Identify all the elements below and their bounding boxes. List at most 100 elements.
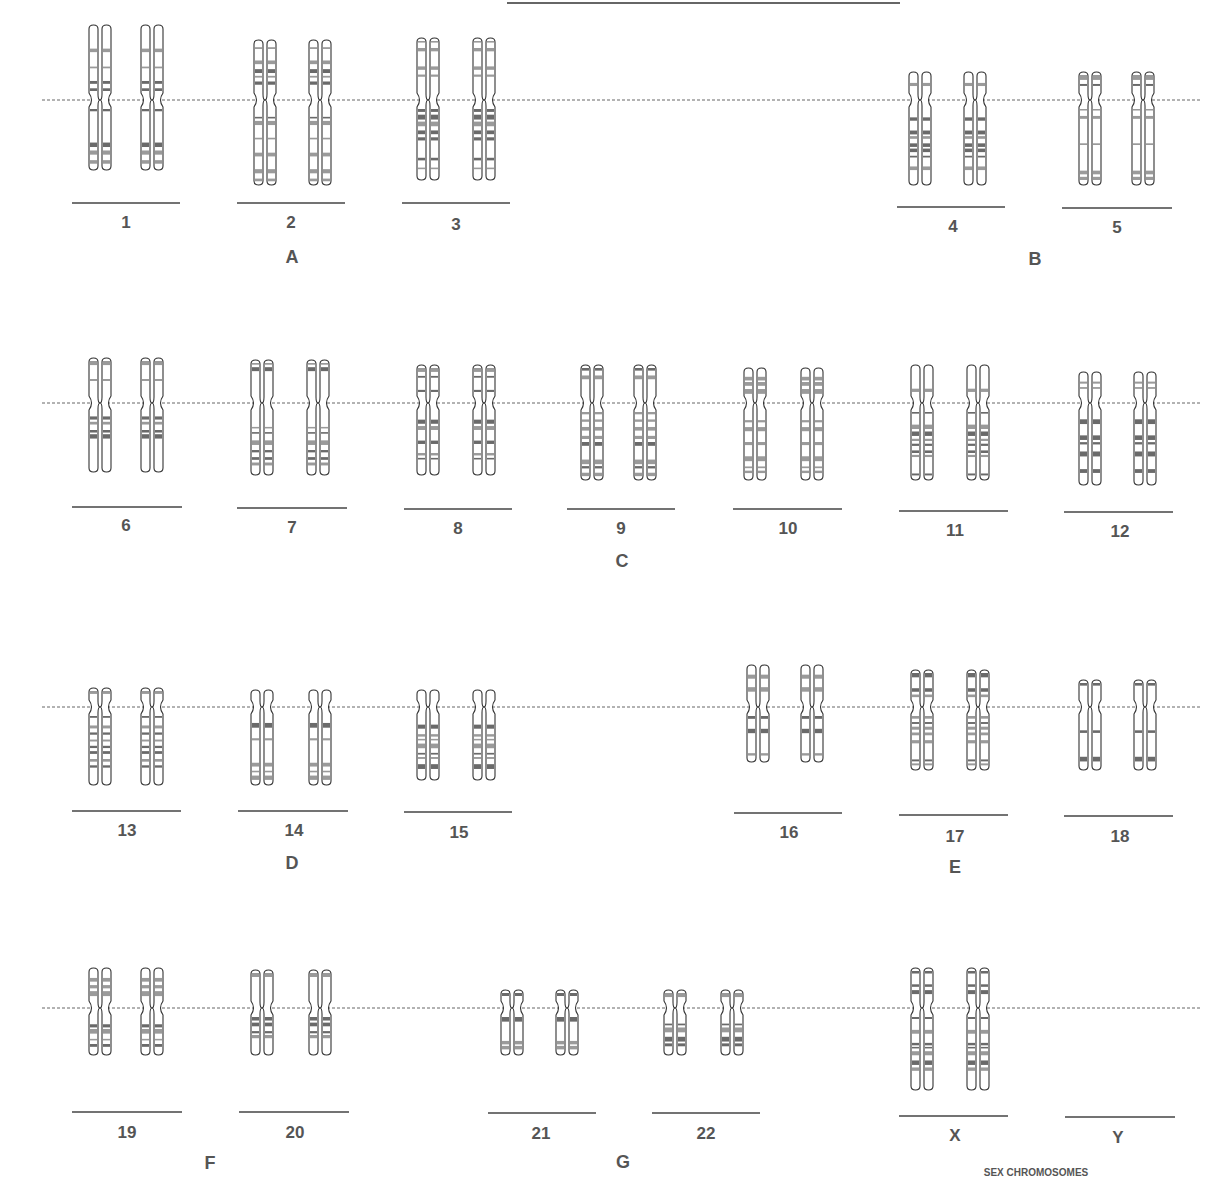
chromosome-band [968,727,975,730]
chromosome-band [815,729,822,733]
chromosome-band [595,442,602,446]
chromosome-band [487,75,494,77]
chromosome-band [252,1023,259,1027]
chromosome-band [252,1035,259,1038]
chromosome-band [142,430,149,433]
chromosome-band [323,153,330,157]
chromosome-band [981,450,988,453]
chromosome [473,690,495,780]
chromosome-band [923,143,930,147]
chromosome-band [90,1024,97,1027]
chromosome-band [268,179,275,182]
chromosome [473,365,495,475]
chromosome-band [925,473,932,475]
chromosome-band [595,412,602,414]
chromosome-band [802,420,809,422]
chromosome-band [648,436,655,439]
chromosome-band [268,76,275,78]
chromosome-band [815,716,822,719]
chromosome-band [815,466,822,468]
chromosome-band [635,412,642,414]
chromosome-band [90,49,97,53]
chromosome-band [310,153,317,157]
chromosome-band [255,47,262,49]
chromosome-band [968,722,975,724]
chromosome-band [323,121,330,125]
chromosome-band [968,716,975,719]
chromosome-band [487,420,494,424]
chromosome-band [802,427,809,431]
chromosome-band [418,390,425,392]
chromatid [309,970,320,1055]
top-rule [507,2,900,4]
chromosome-band [142,88,149,91]
chromatid [512,990,523,1055]
pair-underline [899,510,1008,511]
chromatid [1079,680,1090,770]
chromosome-band [1146,171,1153,175]
chromosome-band [155,978,162,982]
chromosome [309,40,331,185]
chromosome-band [90,379,97,381]
chromosome-band [431,368,438,372]
chromosome-band [142,379,149,381]
chromosome-band [90,88,97,91]
chromosome-band [90,732,97,734]
chromosome [581,365,603,480]
chromosome-band [1135,757,1142,762]
pair-underline [402,202,510,203]
chromatid [675,990,686,1055]
chromosome-band [321,367,328,371]
chromosome-band [635,436,642,439]
chromosome-band [252,432,259,434]
chromosome-band [815,382,822,386]
chromatid [1145,680,1156,770]
group-letter: F [205,1154,216,1172]
chromosome-band [155,732,162,734]
chromosome-band [142,1039,149,1041]
chromosome-band [308,450,315,452]
chromosome-band [968,455,975,457]
chromosome-band [487,744,494,749]
chromosome-band [268,60,275,64]
chromosome-band [745,389,752,394]
chromatid [922,365,933,480]
chromosome-band [418,734,425,736]
chromosome-band [103,1044,110,1047]
chromosome-band [308,427,315,429]
chromosome-band [155,725,162,728]
chromosome-band [758,442,765,445]
chromosome-band [323,776,330,780]
chromosome-band [978,143,985,147]
chromosome-band [968,1043,975,1045]
chromatid [581,365,592,480]
chromosome-band [815,471,822,473]
chromosome-band [103,725,110,728]
chromosome-band [981,444,988,446]
chromosome [309,690,331,785]
chromosome-band [308,463,315,466]
chromosome-band [431,109,438,112]
chromosome-band [758,466,765,468]
chromosome-band [142,765,149,767]
chromosome-band [748,675,755,679]
caption-text: SEX CHROMOSOMES [984,1168,1088,1178]
chromatid [967,365,978,480]
chromosome-band [103,379,110,381]
chromosome [141,358,163,472]
chromosome-band [255,138,262,140]
chromosome-band [431,420,438,424]
chromosome-band [155,49,162,53]
chromosome-band [1080,419,1087,424]
chromosome-band [321,463,328,466]
chromatid [428,365,439,475]
chromosome-band [570,993,577,996]
chromatid [732,990,743,1055]
chromosome-band [925,732,932,735]
chromosome-band [1146,84,1153,86]
pair-underline [1064,815,1173,816]
chromosome-band [265,457,272,460]
chromatid [747,665,758,762]
chromosome-band [103,751,110,754]
chromosome-band [802,442,809,445]
